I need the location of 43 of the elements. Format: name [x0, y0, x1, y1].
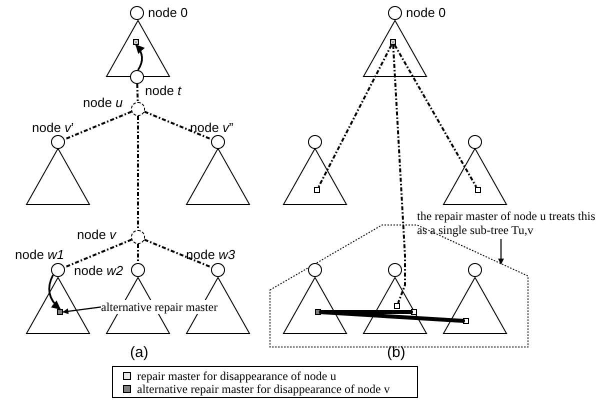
legend-text: alternative repair master for disappearance of node v	[137, 382, 390, 396]
panel-label: (b)	[387, 344, 406, 361]
annotation-text: the repair master of node u treats this as a single sub-tree Tu,v	[417, 209, 599, 239]
node-label: node u	[83, 96, 123, 110]
repair-master-marker	[314, 187, 320, 193]
thick-link	[319, 310, 465, 323]
node-label: node v’	[32, 121, 74, 135]
thick-link	[319, 310, 413, 314]
link-line	[136, 84, 139, 102]
repair-master-marker	[394, 303, 400, 309]
link-line	[318, 44, 392, 188]
link-line	[394, 44, 478, 188]
callout-text: alternative repair master	[101, 300, 218, 314]
node-label: node w2	[74, 264, 124, 278]
node-label: node v	[77, 228, 116, 242]
repair-master-marker	[390, 39, 396, 45]
node-label: node 0	[406, 6, 446, 20]
repair-master-marker	[133, 39, 139, 45]
repair-master-marker	[475, 187, 481, 193]
leader-line	[498, 239, 504, 265]
tree-node	[468, 135, 482, 149]
arrow	[135, 44, 145, 70]
legend-text: repair master for disappearance of node u	[137, 369, 336, 383]
node-label: node w1	[15, 248, 64, 262]
node-label: node 0	[148, 6, 188, 20]
tree-node	[308, 263, 322, 277]
link-line	[392, 44, 406, 304]
link-line	[144, 238, 212, 268]
leader-line	[62, 306, 102, 314]
link-line	[137, 116, 139, 230]
repair-master-marker	[57, 309, 63, 315]
link-line	[64, 110, 132, 140]
arrow	[48, 274, 61, 310]
panel-label: (a)	[130, 344, 148, 361]
node-label: node w3	[186, 248, 236, 262]
link-line	[144, 110, 212, 140]
tree-node	[468, 263, 482, 277]
tree-node	[388, 263, 402, 277]
node-label: node t	[145, 84, 182, 98]
tree-node	[308, 135, 322, 149]
link-line	[64, 238, 132, 268]
link-line	[137, 244, 139, 263]
node-label: node v”	[190, 121, 234, 135]
